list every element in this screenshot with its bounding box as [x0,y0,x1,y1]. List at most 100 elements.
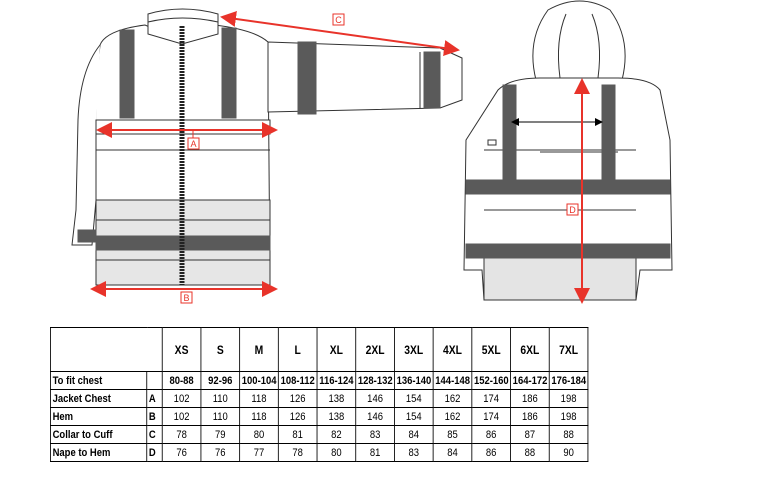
table-cell: 186 [510,389,550,408]
table-cell: 118 [239,407,279,426]
front-left-sleeve [71,44,101,246]
table-cell: 174 [471,389,511,408]
row-label: Nape to Hem [50,443,148,462]
row-label: Collar to Cuff [50,425,148,444]
table-cell: 128-132 [355,371,395,390]
measure-label-a: A [190,139,196,149]
table-cell: 81 [355,443,395,462]
table-cell: 77 [239,443,279,462]
table-cell: 78 [277,443,318,462]
table-cell: 110 [200,389,241,408]
table-cell: 110 [200,407,241,426]
row-measure-code: B [146,407,163,426]
jacket-diagram: A B C D [71,0,673,304]
table-cell: 78 [161,425,202,444]
table-cell: 116-124 [316,371,357,390]
table-cell: 80-88 [161,371,202,390]
table-cell: 186 [510,407,550,426]
jacket-back-view [463,0,673,301]
row-label: Hem [50,407,148,426]
measure-c-line: C [220,11,460,56]
row-measure-code [146,371,163,390]
table-cell: 126 [277,389,318,408]
back-reflective-stripes [465,84,671,259]
size-header: XL [316,327,357,372]
table-cell: 136-140 [393,371,434,390]
size-header: XS [161,327,202,372]
table-cell: 152-160 [471,371,511,390]
table-cell: 146 [355,407,395,426]
measure-label-c: C [335,15,342,25]
table-cell: 146 [355,389,395,408]
table-cell: 118 [239,389,279,408]
table-cell: 174 [471,407,511,426]
size-header-row: XS S M L XL 2XL 3XL 4XL 5XL 6XL 7XL [50,327,589,372]
table-cell: 86 [471,443,511,462]
table-cell: 85 [432,425,473,444]
table-cell: 76 [161,443,202,462]
measure-label-b: B [183,293,189,303]
table-cell: 138 [316,407,357,426]
table-cell: 198 [548,407,589,426]
table-cell: 138 [316,389,357,408]
table-cell: 76 [200,443,241,462]
table-cell: 79 [200,425,241,444]
table-cell: 162 [432,407,473,426]
table-cell: 84 [432,443,473,462]
table-cell: 81 [277,425,318,444]
row-label: Jacket Chest [50,389,148,408]
size-header: 5XL [471,327,511,372]
table-cell: 154 [393,407,434,426]
size-header: 2XL [355,327,395,372]
table-cell: 176-184 [548,371,589,390]
table-cell: 162 [432,389,473,408]
row-measure-code: D [146,443,163,462]
size-header: S [200,327,241,372]
table-cell: 80 [239,425,279,444]
table-cell: 82 [316,425,357,444]
table-cell: 154 [393,389,434,408]
table-cell: 108-112 [277,371,318,390]
size-header: 3XL [393,327,434,372]
size-header: L [277,327,318,372]
size-header: 4XL [432,327,473,372]
table-cell: 87 [510,425,550,444]
measure-d-line: D [566,78,590,304]
measure-label-d: D [569,205,576,215]
back-hood [532,0,626,81]
header-corner-cell [50,327,163,372]
table-cell: 86 [471,425,511,444]
size-header: 7XL [548,327,589,372]
table-cell: 126 [277,407,318,426]
row-measure-code: C [146,425,163,444]
row-label: To fit chest [50,371,148,390]
table-cell: 164-172 [510,371,550,390]
table-cell: 83 [393,443,434,462]
measure-a-line: A [96,122,278,150]
table-cell: 90 [548,443,589,462]
table-cell: 83 [355,425,395,444]
table-cell: 100-104 [239,371,279,390]
table-cell: 80 [316,443,357,462]
size-chart-table: XS S M L XL 2XL 3XL 4XL 5XL 6XL 7XL To f… [50,327,589,462]
table-cell: 92-96 [200,371,241,390]
table-cell: 102 [161,389,202,408]
table-cell: 88 [510,443,550,462]
table-cell: 88 [548,425,589,444]
table-cell: 144-148 [432,371,473,390]
jacket-front-view [71,8,463,286]
row-measure-code: A [146,389,163,408]
table-cell: 102 [161,407,202,426]
table-cell: 84 [393,425,434,444]
back-lower-panel [483,257,637,301]
size-header: 6XL [510,327,550,372]
table-cell: 198 [548,389,589,408]
size-header: M [239,327,279,372]
measure-b-line: B [90,281,278,304]
